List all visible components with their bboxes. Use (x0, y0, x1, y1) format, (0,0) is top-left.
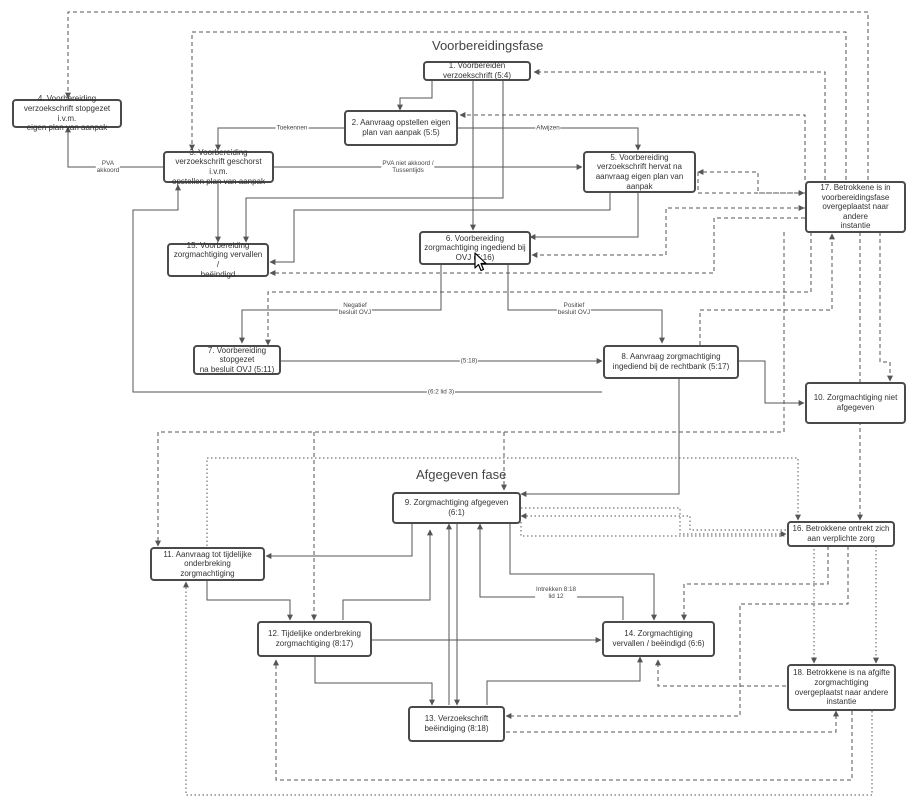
edge-18-12 (273, 659, 853, 781)
edge-17-3 (189, 31, 847, 180)
edge-label-negatief: Negatief besluit OVJ (337, 301, 373, 317)
edge-label-pva-niet-akkoord: PVA niet akkoord / Tussentijds (381, 159, 435, 175)
edge-17-5 (697, 169, 805, 194)
edge-1-15 (243, 80, 504, 243)
dashed-connectors (65, 11, 893, 781)
edge-2-5 (457, 127, 641, 151)
node-9-authorization-issued[interactable]: 9. Zorgmachtiging afgegeven (6:1) (392, 492, 521, 524)
edge-9-14 (509, 517, 657, 621)
node-12-temporary-interruption[interactable]: 12. Tijdelijke onderbreking zorgmachtigi… (257, 621, 372, 657)
edge-17-10 (879, 232, 893, 382)
node-10-not-issued[interactable]: 10. Zorgmachtiging niet afgegeven (805, 382, 906, 424)
node-4-preparation-stopped[interactable]: 4. Voorbereiding verzoekschrift stopgeze… (12, 94, 122, 132)
edge-13-18 (506, 710, 839, 733)
edge-8-10 (738, 360, 805, 406)
node-11-request-interruption[interactable]: 11. Aanvraag tot tijdelijke onderbreking… (150, 547, 265, 581)
edge-13-14 (486, 656, 643, 705)
edge-9-16 (521, 507, 787, 537)
mouse-pointer-icon (474, 252, 487, 272)
edge-label-5-18: (5:18) (459, 357, 479, 365)
edge-17-4 (65, 11, 869, 180)
edge-17-7 (265, 232, 812, 346)
edge-17-6 (531, 207, 805, 258)
node-5-preparation-resumed[interactable]: 5. Voorbereiding verzoekschrift hervat n… (583, 151, 696, 193)
phase-title-issued: Afgegeven fase (416, 467, 507, 482)
edge-11-16 (206, 457, 801, 546)
edge-6-17 (665, 205, 805, 255)
node-3-preparation-suspended[interactable]: 3. Voorbereiding verzoekschrift geschors… (163, 148, 274, 186)
node-7-stopped-ovj[interactable]: 7. Voorbereiding stopgezet na besluit OV… (193, 345, 281, 375)
node-18-transferred-after-issue[interactable]: 18. Betrokkene is na afgifte zorgmachtig… (787, 664, 896, 711)
node-17-transferred-preparation[interactable]: 17. Betrokkene is in voorbereidingsfase … (805, 181, 906, 233)
edge-9-18 (520, 522, 817, 664)
node-16-withdraws-care[interactable]: 16. Betrokkene ontrekt zich aan verplich… (787, 521, 895, 547)
edge-16-13 (505, 546, 849, 719)
node-1-prepare-request[interactable]: 1. Voorbereiden verzoekschrift (5:4) (423, 61, 531, 81)
edge-14-9 (477, 523, 624, 620)
node-14-expired-terminated[interactable]: 14. Zorgmachtiging vervallen / beëindigd… (602, 621, 715, 657)
edge-label-6-2: (6:2 lid 3) (426, 388, 456, 396)
edge-17-2 (459, 112, 806, 180)
edge-17-15 (269, 217, 805, 276)
node-15-preparation-expired[interactable]: 15. Voorbereiding zorgmachtiging vervall… (167, 241, 269, 279)
edge-5-6 (529, 193, 639, 240)
edge-9-11 (265, 517, 413, 559)
edge-16-14 (681, 546, 829, 621)
solid-connectors (65, 80, 805, 706)
node-2-request-own-plan[interactable]: 2. Aanvraag opstellen eigen plan van aan… (344, 110, 458, 146)
edge-17-1 (533, 69, 826, 180)
phase-title-preparation: Voorbereidingsfase (432, 38, 544, 53)
edge-12-9 (342, 529, 433, 620)
edge-11-12 (206, 580, 293, 621)
edge-12-13 (314, 657, 435, 706)
edge-17-11 (155, 232, 785, 547)
edge-label-positief: Positief besluit OVJ (556, 301, 592, 317)
edge-5-15 (269, 193, 611, 265)
edge-16-9 (520, 513, 786, 531)
node-13-termination-request[interactable]: 13. Verzoekschrift beëindiging (8:18) (408, 706, 505, 742)
edge-1-2 (397, 80, 433, 111)
edge-3-4 (65, 126, 163, 168)
edge-label-pva-akkoord: PVA akkoord (95, 159, 121, 175)
node-8-submitted-court[interactable]: 8. Aanvraag zorgmachtiging ingediend bij… (603, 345, 739, 379)
edge-8-9 (520, 378, 680, 497)
edge-5-17 (697, 172, 805, 196)
edge-label-intrekken: Intrekken 8:18 lid 12 (535, 585, 577, 601)
edge-8-3 (132, 184, 602, 393)
edge-18-11 (183, 581, 873, 796)
edge-8-17 (699, 233, 835, 345)
edge-label-afwijzen: Afwijzen (535, 124, 561, 132)
edge-18-14 (655, 659, 786, 687)
edge-label-toekennen: Toekennen (275, 124, 309, 132)
dotted-connectors (183, 457, 879, 796)
